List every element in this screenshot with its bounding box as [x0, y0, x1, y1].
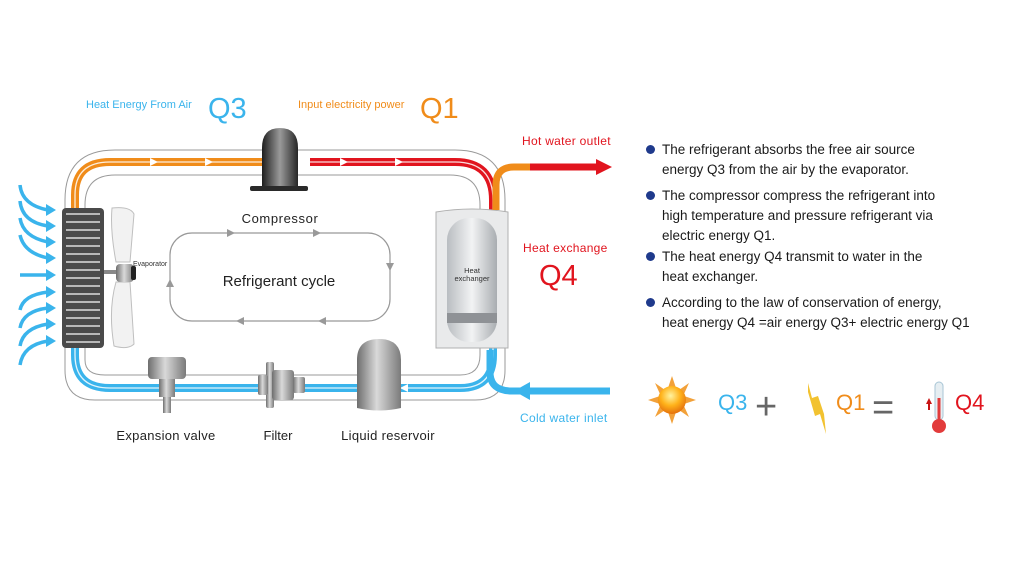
cold-water-pipe — [486, 350, 610, 395]
equation-q4: Q4 — [955, 390, 984, 415]
hot-water-arrowhead — [596, 159, 612, 175]
refrigerant-pipe-hot — [310, 158, 497, 210]
flow-arrow — [400, 384, 408, 392]
cold-water-inlet-arrowhead — [514, 382, 530, 400]
explanation-line: According to the law of conservation of … — [662, 295, 942, 310]
explanation-item: The heat energy Q4 transmit to water in … — [646, 247, 1024, 287]
cycle-loop — [169, 232, 391, 322]
explanation-list: The refrigerant absorbs the free air sou… — [646, 140, 1024, 339]
evaporator-label: Evaporator — [133, 261, 168, 268]
equation-q3: Q3 — [718, 390, 747, 415]
explanation-item: The compressor compress the refrigerant … — [646, 186, 1024, 246]
bullet-dot-icon — [646, 252, 655, 261]
flow-arrow — [150, 158, 158, 166]
explanation-line: heat exchanger. — [662, 269, 759, 284]
explanation-line: heat energy Q4 =air energy Q3+ electric … — [662, 315, 970, 330]
flow-arrow — [395, 158, 403, 166]
air-flow-arrows — [18, 184, 49, 366]
refrigerant-cycle-label: Refrigerant cycle — [223, 273, 336, 290]
liquid-reservoir-icon — [357, 339, 401, 411]
explanation-item: The refrigerant absorbs the free air sou… — [646, 140, 1024, 180]
explanation-line: high temperature and pressure refrigeran… — [662, 208, 933, 223]
q3-caption: Heat Energy From Air — [86, 99, 192, 111]
lightning-icon — [808, 383, 826, 434]
cycle-arrows — [166, 229, 394, 325]
expansion-valve-label: Expansion valve — [116, 428, 215, 443]
heat-exchanger-label-1: Heat — [464, 266, 481, 275]
refrigerant-pipe-warm-highlight — [74, 161, 270, 215]
hot-water-outlet-label: Hot water outlet — [522, 134, 611, 148]
equation-equals: = — [872, 387, 894, 429]
heat-exchange-label: Heat exchange — [523, 241, 608, 255]
cold-water-inlet-label: Cold water inlet — [520, 411, 608, 425]
q1-symbol: Q1 — [420, 93, 459, 125]
sun-icon — [648, 376, 696, 424]
refrigerant-pipe-warm — [71, 158, 270, 215]
equation-plus: + — [755, 386, 777, 428]
filter-label: Filter — [264, 428, 294, 443]
fan-icon — [104, 207, 136, 349]
bullet-dot-icon — [646, 145, 655, 154]
q3-symbol: Q3 — [208, 93, 247, 125]
q1-caption: Input electricity power — [298, 99, 405, 111]
explanation-line: The heat energy Q4 transmit to water in … — [662, 249, 923, 264]
explanation-line: energy Q3 from the air by the evaporator… — [662, 162, 909, 177]
q4-symbol: Q4 — [539, 260, 578, 292]
evaporator-coil — [62, 208, 104, 348]
compressor-label: Compressor — [242, 211, 319, 226]
flow-arrow — [205, 158, 213, 166]
explanation-line: electric energy Q1. — [662, 228, 776, 243]
bullet-dot-icon — [646, 298, 655, 307]
explanation-line: The compressor compress the refrigerant … — [662, 188, 936, 203]
refrigerant-pipe-hot-highlight — [310, 161, 494, 210]
expansion-valve-icon — [148, 357, 186, 413]
hot-water-pipe — [492, 163, 530, 210]
explanation-line: The refrigerant absorbs the free air sou… — [662, 142, 915, 157]
pipe-rails — [64, 149, 506, 401]
bullet-dot-icon — [646, 191, 655, 200]
explanation-item: According to the law of conservation of … — [646, 293, 1024, 333]
air-arrowheads — [46, 204, 56, 347]
liquid-reservoir-label: Liquid reservoir — [341, 428, 435, 443]
compressor-icon — [250, 128, 308, 191]
heat-exchanger-icon — [435, 208, 509, 349]
equation-q1: Q1 — [836, 390, 865, 415]
thermometer-icon — [926, 381, 946, 433]
flow-arrow — [340, 158, 348, 166]
heat-exchanger-label-2: exchanger — [454, 274, 490, 283]
filter-icon — [258, 362, 305, 408]
